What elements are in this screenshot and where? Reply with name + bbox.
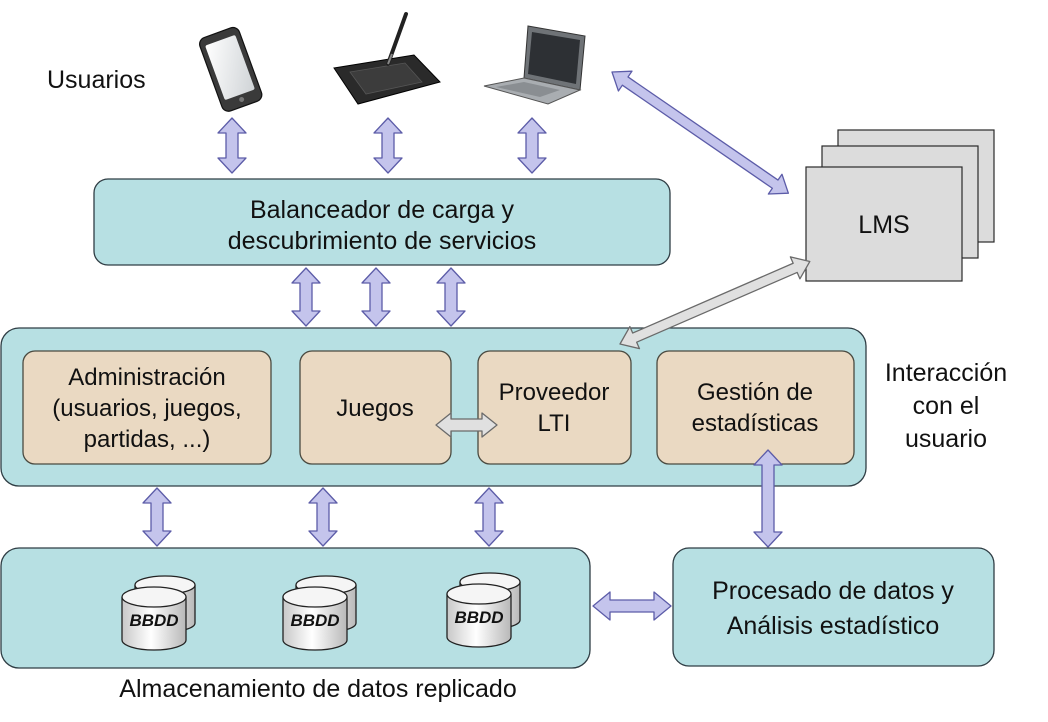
arrow-phone-balancer bbox=[217, 117, 247, 174]
database-icon-2: BBDD bbox=[282, 575, 357, 651]
interaction-label-line2: con el bbox=[913, 392, 980, 420]
arrow-games-lti bbox=[435, 412, 498, 438]
data-processing-box: Procesado de datos y Análisis estadístic… bbox=[672, 547, 995, 667]
games-module: Juegos bbox=[299, 350, 452, 465]
arrow-tablet-balancer bbox=[373, 117, 403, 174]
database-icon-3: BBDD bbox=[446, 572, 521, 648]
tablet-icon bbox=[333, 12, 441, 105]
arrow-laptop-lms bbox=[611, 70, 790, 195]
interaction-label-line3: usuario bbox=[905, 425, 987, 453]
lms-stack: LMS bbox=[805, 129, 995, 282]
load-balancer-title-line1: Balanceador de carga y bbox=[250, 196, 515, 224]
arrow-laptop-balancer bbox=[517, 117, 547, 174]
interaction-label-line1: Interacción bbox=[885, 359, 1007, 387]
arrow-statistics-processing bbox=[753, 449, 783, 548]
admin-module-line1: Administración bbox=[68, 364, 225, 391]
lms-label: LMS bbox=[858, 211, 909, 239]
database-label-1: BBDD bbox=[129, 611, 178, 630]
database-label-2: BBDD bbox=[290, 611, 339, 630]
arrow-interaction-storage-3 bbox=[474, 487, 504, 547]
lti-provider-module: Proveedor LTI bbox=[477, 350, 632, 465]
users-label: Usuarios bbox=[47, 66, 146, 94]
arrow-lms-lti bbox=[619, 256, 811, 350]
arrow-balancer-interaction-2 bbox=[361, 267, 391, 327]
admin-module-line2: (usuarios, juegos, bbox=[52, 395, 241, 422]
database-icon-1: BBDD bbox=[121, 575, 196, 651]
games-module-label: Juegos bbox=[336, 395, 413, 422]
arrow-balancer-interaction-3 bbox=[436, 267, 466, 327]
laptop-icon bbox=[483, 25, 586, 105]
storage-label: Almacenamiento de datos replicado bbox=[119, 675, 516, 703]
data-processing-line1: Procesado de datos y bbox=[712, 577, 954, 605]
statistics-module: Gestión de estadísticas bbox=[656, 350, 855, 465]
lti-provider-line1: Proveedor bbox=[499, 379, 610, 406]
statistics-module-line1: Gestión de bbox=[697, 379, 813, 406]
load-balancer-title-line2: descubrimiento de servicios bbox=[228, 227, 536, 255]
database-label-3: BBDD bbox=[454, 608, 503, 627]
load-balancer-box: Balanceador de carga y descubrimiento de… bbox=[93, 178, 671, 266]
arrow-interaction-storage-2 bbox=[308, 487, 338, 547]
arrow-storage-processing bbox=[592, 591, 672, 621]
admin-module-line3: partidas, ...) bbox=[84, 426, 211, 453]
lti-provider-line2: LTI bbox=[538, 410, 571, 437]
admin-module: Administración (usuarios, juegos, partid… bbox=[22, 350, 272, 465]
phone-icon bbox=[199, 26, 263, 112]
arrow-balancer-interaction-1 bbox=[291, 267, 321, 327]
data-processing-line2: Análisis estadístico bbox=[727, 612, 940, 640]
statistics-module-line2: estadísticas bbox=[692, 410, 819, 437]
arrow-interaction-storage-1 bbox=[142, 487, 172, 547]
